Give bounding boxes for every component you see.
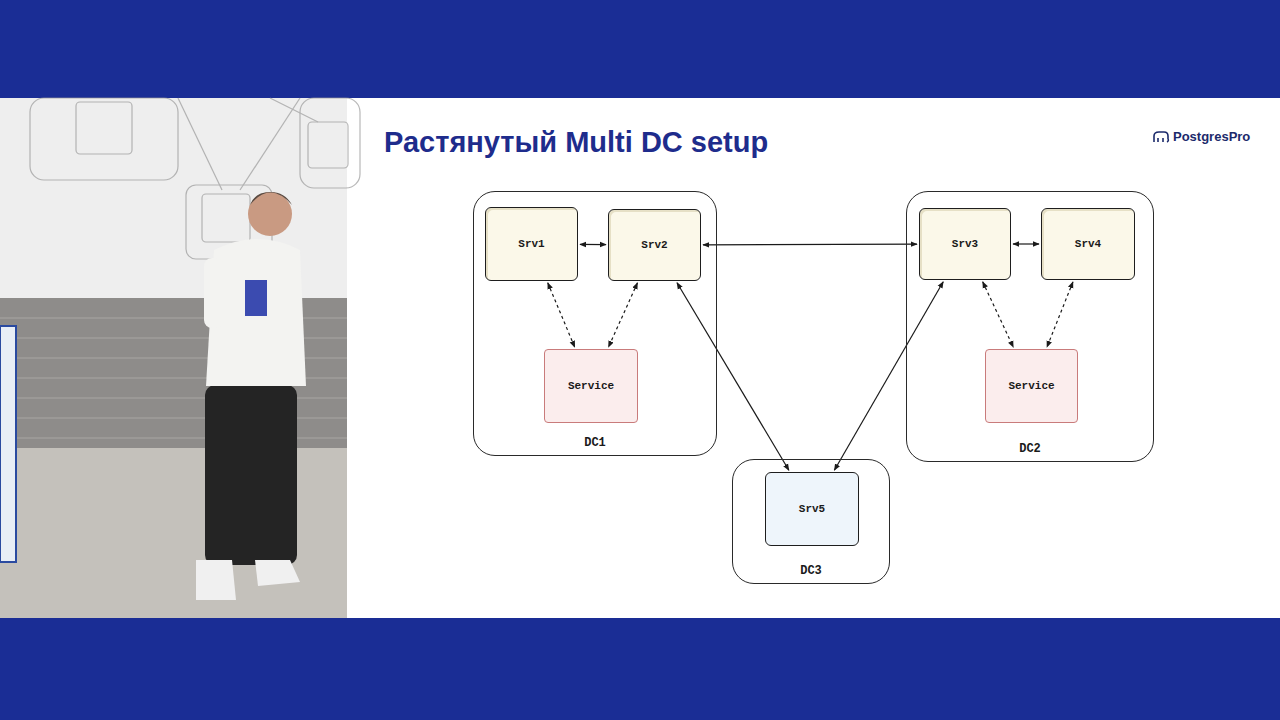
- dashed-connector: [548, 283, 575, 347]
- connector: [834, 282, 943, 471]
- arm: [204, 258, 224, 328]
- connector: [677, 283, 789, 471]
- datacenter-region: DC3 Srv5: [732, 459, 890, 584]
- top-bar: [0, 0, 1280, 98]
- logo: PostgresPro: [1152, 129, 1250, 144]
- server-box: Srv4: [1041, 208, 1135, 280]
- box-label: Service: [1008, 380, 1054, 392]
- slide: [347, 98, 1280, 618]
- server-box: Srv1: [485, 207, 578, 281]
- logo-text: PostgresPro: [1173, 129, 1250, 144]
- box-label: Srv3: [952, 238, 978, 250]
- dashed-connector: [608, 283, 637, 347]
- trousers: [205, 385, 297, 565]
- title-text: Растянутый Multi DC setup: [384, 126, 768, 158]
- dashed-connector: [1047, 282, 1073, 347]
- server-box: Srv2: [608, 209, 701, 281]
- dashed-connector: [983, 282, 1014, 347]
- server-box: Srv3: [919, 208, 1011, 280]
- box-label: Srv5: [799, 503, 825, 515]
- region-label: DC2: [1019, 442, 1041, 456]
- stand: [0, 326, 16, 562]
- head: [248, 192, 292, 236]
- screen-diagram: [30, 98, 360, 259]
- box-label: Srv2: [641, 239, 667, 251]
- connector: [1013, 243, 1039, 244]
- server-box: Srv5: [765, 472, 859, 546]
- datacenter-region: DC1 Srv1 Srv2Service: [473, 191, 717, 456]
- badge: [245, 280, 267, 316]
- speaker-video: [0, 98, 360, 618]
- box-label: Service: [568, 380, 614, 392]
- connector: [580, 244, 606, 245]
- service-box: Service: [985, 349, 1078, 423]
- service-box: Service: [544, 349, 638, 423]
- region-label: DC3: [800, 564, 822, 578]
- bottom-bar: [0, 618, 1280, 720]
- shoe: [255, 560, 300, 586]
- box-label: Srv4: [1075, 238, 1101, 250]
- box-label: Srv1: [518, 238, 544, 250]
- datacenter-region: DC2 Srv3 Srv4Service: [906, 191, 1154, 462]
- hair: [250, 192, 292, 205]
- logo-icon: [1152, 130, 1170, 144]
- shoe: [196, 560, 236, 600]
- slide-title: Растянутый Multi DC setup: [384, 126, 768, 159]
- video-ground: [0, 98, 347, 618]
- region-label: DC1: [584, 436, 606, 450]
- connector: [703, 244, 917, 246]
